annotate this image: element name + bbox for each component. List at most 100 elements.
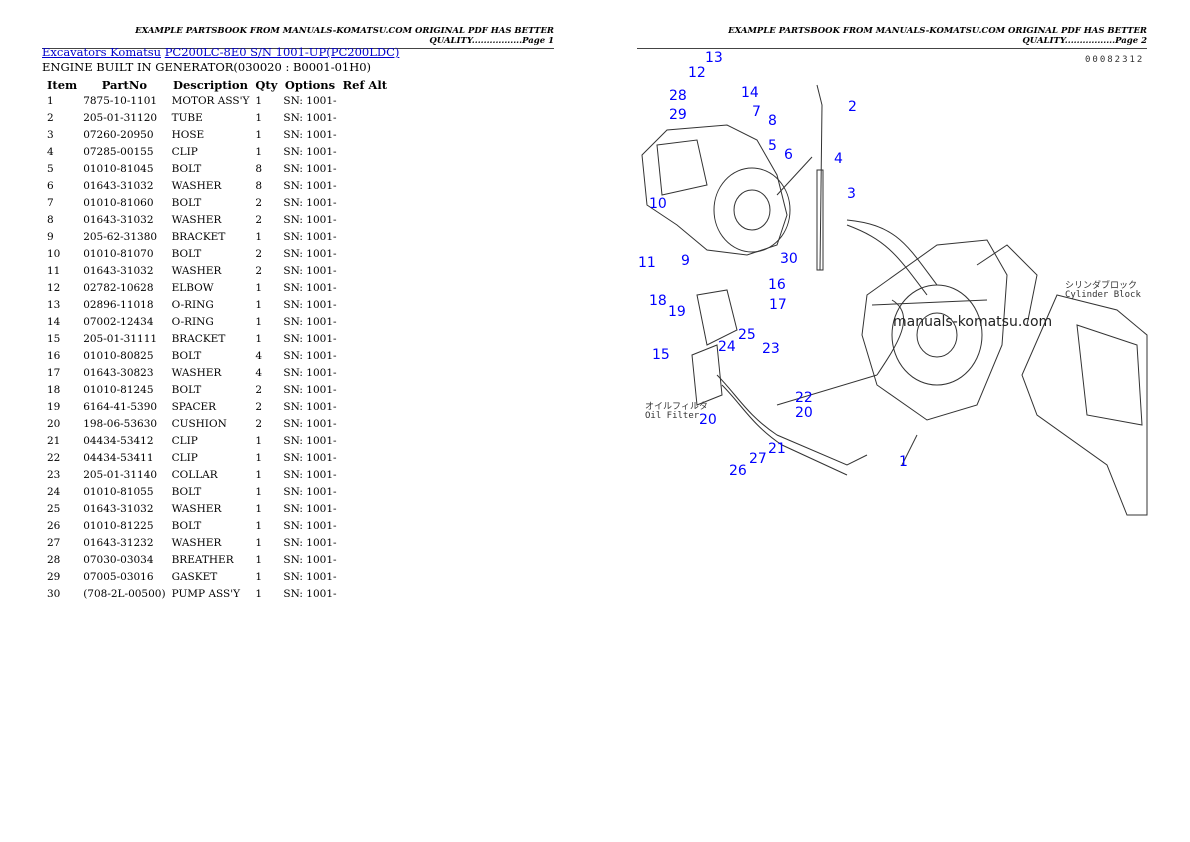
table-cell: 7 [47, 196, 54, 209]
table-cell: BRACKET [171, 332, 226, 345]
table-cell: 2 [47, 111, 54, 124]
label-cylinder-block: Cylinder Block [1065, 290, 1141, 300]
table-cell [340, 585, 390, 602]
table-cell: SN: 1001- [283, 468, 337, 481]
column-header: Ref Alt [342, 77, 388, 92]
column-header: Item [47, 77, 78, 92]
table-cell: 11 [47, 264, 61, 277]
table-cell: CLIP [171, 434, 198, 447]
table-cell [340, 279, 390, 296]
callout-24: 24 [718, 339, 736, 355]
table-cell: BRACKET [171, 230, 226, 243]
table-cell [340, 500, 390, 517]
breadcrumb-link-excavators[interactable]: Excavators Komatsu [42, 45, 162, 59]
table-cell: 1 [255, 281, 263, 294]
table-cell: GASKET [171, 570, 218, 583]
table-cell: 07260-20950 [83, 128, 154, 141]
table-cell: SN: 1001- [283, 230, 337, 243]
table-cell: 198-06-53630 [83, 417, 158, 430]
table-cell: 07030-03034 [83, 553, 154, 566]
table-cell [340, 551, 390, 568]
table-cell: 205-62-31380 [83, 230, 158, 243]
table-cell: 2 [255, 247, 263, 260]
table-cell: MOTOR ASS'Y [171, 94, 250, 107]
table-cell: SN: 1001- [283, 94, 337, 107]
table-cell: SN: 1001- [283, 213, 337, 226]
table-cell: SN: 1001- [283, 417, 337, 430]
table-cell: SN: 1001- [283, 519, 337, 532]
table-cell: 07285-00155 [83, 145, 154, 158]
table-cell: 1 [255, 94, 263, 107]
table-cell: SN: 1001- [283, 281, 337, 294]
table-cell: BOLT [171, 485, 202, 498]
table-cell [340, 296, 390, 313]
table-cell: WASHER [171, 213, 222, 226]
table-cell [340, 330, 390, 347]
callout-21: 21 [768, 441, 786, 457]
table-cell [340, 364, 390, 381]
table-cell: 205-01-31120 [83, 111, 158, 124]
table-cell: 1 [255, 485, 263, 498]
table-cell: 2 [255, 213, 263, 226]
table-cell: SN: 1001- [283, 179, 337, 192]
table-cell: 01643-31032 [83, 213, 154, 226]
table-cell [340, 177, 390, 194]
table-cell: 01010-81070 [83, 247, 154, 260]
table-cell [340, 126, 390, 143]
watermark: manuals-komatsu.com [893, 314, 1053, 330]
table-cell: BOLT [171, 519, 202, 532]
table-cell: O-RING [171, 298, 214, 311]
callout-5: 5 [768, 138, 777, 154]
table-cell [340, 92, 390, 109]
table-cell: SN: 1001- [283, 315, 337, 328]
page1-header: EXAMPLE PARTSBOOK FROM MANUALS-KOMATSU.C… [42, 26, 554, 49]
table-cell: 1 [255, 519, 263, 532]
table-cell [340, 398, 390, 415]
table-cell: BREATHER [171, 553, 234, 566]
diagram-drawing [641, 84, 1148, 516]
label-oil-filter-jp: オイルフィルタ [645, 402, 708, 412]
callout-7: 7 [752, 104, 761, 120]
table-cell: SN: 1001- [283, 400, 337, 413]
table-cell: SN: 1001- [283, 434, 337, 447]
table-cell: 2 [255, 400, 263, 413]
table-cell: 205-01-31111 [83, 332, 158, 345]
table-cell: BOLT [171, 196, 202, 209]
callout-1: 1 [899, 454, 908, 470]
table-cell: 25 [47, 502, 61, 515]
callout-26: 26 [729, 463, 747, 479]
table-cell: SPACER [171, 400, 217, 413]
table-cell: 1 [255, 434, 263, 447]
table-cell: SN: 1001- [283, 553, 337, 566]
table-cell: 04434-53412 [83, 434, 154, 447]
table-cell: 01010-80825 [83, 349, 154, 362]
table-cell: PUMP ASS'Y [171, 587, 241, 600]
callout-29: 29 [669, 107, 687, 123]
breadcrumb-link-model[interactable]: PC200LC-8E0 S/N 1001-UP(PC200LDC) [164, 45, 400, 59]
table-cell: 1 [255, 468, 263, 481]
table-cell: 07005-03016 [83, 570, 154, 583]
callout-11: 11 [638, 255, 656, 271]
table-cell: CLIP [171, 145, 198, 158]
column-header: Options [284, 77, 336, 92]
table-cell [340, 313, 390, 330]
table-cell [340, 483, 390, 500]
page-subtitle: ENGINE BUILT IN GENERATOR(030020 : B0001… [42, 60, 372, 74]
table-cell: SN: 1001- [283, 264, 337, 277]
callout-9: 9 [681, 253, 690, 269]
table-cell: 2 [255, 264, 263, 277]
table-cell: 26 [47, 519, 61, 532]
callout-25: 25 [738, 327, 756, 343]
parts-diagram: 13 12 14 28 7 29 8 2 5 6 4 3 10 9 30 11 … [637, 45, 1152, 525]
